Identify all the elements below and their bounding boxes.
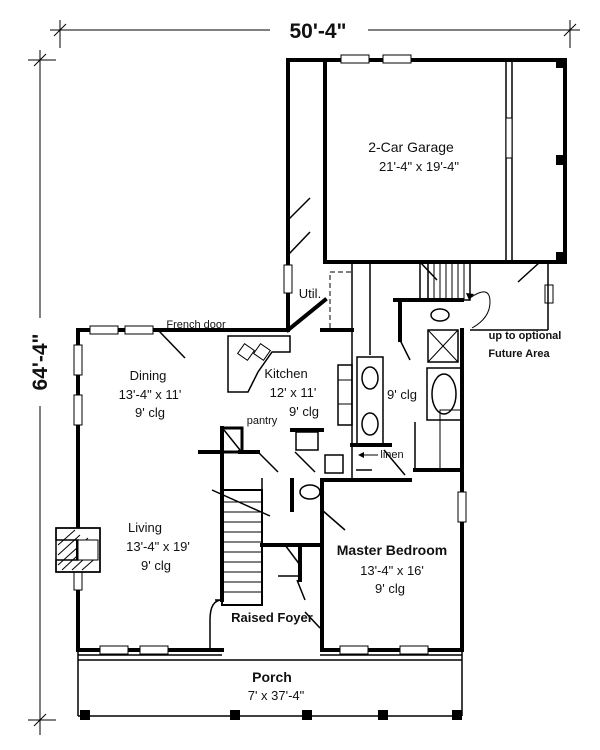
rear-stair <box>419 261 549 331</box>
linen-arrowhead <box>358 452 364 458</box>
stair-note-line2: Future Area <box>488 348 550 360</box>
fireplace <box>55 527 101 573</box>
kitchen-cabinets <box>227 335 353 426</box>
porch-size: 7' x 37'-4" <box>248 688 305 703</box>
dining-size: 13'-4" x 11' <box>119 387 182 402</box>
main-stair <box>211 478 271 606</box>
living-size: 13'-4" x 19' <box>126 539 190 554</box>
master-size: 13'-4" x 16' <box>360 563 424 578</box>
living-ceiling: 9' clg <box>141 558 171 573</box>
utility-label: Util. <box>299 286 321 301</box>
width-dimension-line <box>50 18 580 48</box>
kitchen-label: Kitchen <box>264 366 307 381</box>
foyer-walls <box>209 599 223 650</box>
french-door-swing <box>157 329 186 359</box>
kitchen-size: 12' x 11' <box>270 385 317 400</box>
bath-ceiling: 9' clg <box>387 387 417 402</box>
stair-note-line1: up to optional <box>489 330 562 342</box>
linen-label: linen <box>380 449 403 461</box>
living-label: Living <box>128 520 162 535</box>
master-label: Master Bedroom <box>337 542 447 558</box>
left-windows <box>73 284 554 591</box>
french-door-label: French door <box>166 319 226 331</box>
porch-outline <box>77 645 463 720</box>
kitchen-ceiling: 9' clg <box>289 404 319 419</box>
garage-size: 21'-4" x 19'-4" <box>379 159 459 174</box>
depth-dimension-line <box>26 50 56 735</box>
pantry-label: pantry <box>247 415 278 427</box>
garage-label: 2-Car Garage <box>368 139 454 155</box>
foyer-label: Raised Foyer <box>231 610 313 625</box>
dining-ceiling: 9' clg <box>135 405 165 420</box>
width-dimension-label: 50'-4" <box>290 20 347 43</box>
dining-label: Dining <box>130 368 167 383</box>
interior-walls <box>260 428 412 652</box>
master-ceiling: 9' clg <box>375 581 405 596</box>
porch-label: Porch <box>252 669 292 685</box>
depth-dimension-label: 64'-4" <box>29 334 52 391</box>
garage-walls <box>283 54 567 332</box>
